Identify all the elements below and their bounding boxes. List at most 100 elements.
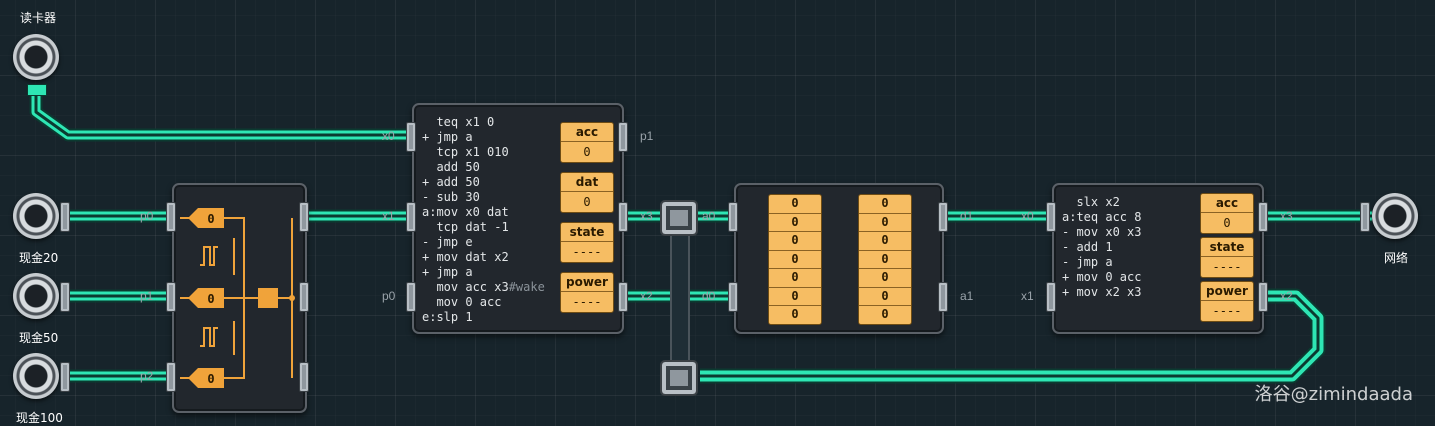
- ram-column-1: 0 0 0 0 0 0 0: [768, 194, 822, 325]
- mc1-acc-label: acc: [561, 123, 613, 142]
- code-line[interactable]: - add 1: [1062, 240, 1113, 254]
- cash50-sensor[interactable]: [13, 273, 59, 319]
- code-line[interactable]: + mov 0 acc: [1062, 270, 1142, 284]
- ram-column-2: 0 0 0 0 0 0 0: [858, 194, 912, 325]
- code-line[interactable]: teq x1 0: [422, 115, 495, 129]
- mc1-acc-register: acc 0: [560, 122, 614, 163]
- mc2-state-value: ----: [1212, 260, 1242, 274]
- code-line[interactable]: + add 50: [422, 175, 480, 189]
- mc1-acc-value: 0: [583, 145, 591, 159]
- bus-bridge-bottom-connector[interactable]: [660, 360, 698, 396]
- ram-cell: 0: [859, 195, 911, 214]
- code-comment: #wake: [508, 280, 545, 294]
- code-line[interactable]: tcp x1 010: [422, 145, 509, 159]
- code-line[interactable]: - jmp e: [422, 235, 473, 249]
- mc1-port-x1[interactable]: [406, 202, 416, 232]
- input-port-p0[interactable]: [166, 202, 176, 232]
- mc1-code[interactable]: teq x1 0 + jmp a tcp x1 010 add 50 + add…: [422, 115, 545, 325]
- ram-pin-d0: d0: [702, 289, 716, 303]
- code-line[interactable]: mov acc x3: [422, 280, 509, 294]
- input-port-right-2[interactable]: [299, 362, 309, 392]
- mc1-power-register: power ----: [560, 272, 614, 313]
- ram-cell: 0: [859, 288, 911, 306]
- ram-cell: 0: [881, 307, 889, 321]
- cash50-label: 现金50: [19, 331, 59, 345]
- mc2-port-x1[interactable]: [1046, 282, 1056, 312]
- ram-cell: 0: [769, 288, 821, 306]
- network-sensor[interactable]: [1372, 193, 1418, 239]
- ram-port-a1[interactable]: [938, 282, 948, 312]
- code-line[interactable]: - jmp a: [1062, 255, 1113, 269]
- ram-cell: 0: [859, 232, 911, 251]
- ram-module[interactable]: 0 0 0 0 0 0 0 0 0 0 0 0 0 0: [734, 183, 944, 334]
- cash100-port[interactable]: [60, 362, 70, 392]
- code-line[interactable]: e:slp 1: [422, 310, 473, 324]
- bus-bridge[interactable]: [670, 215, 690, 384]
- code-line[interactable]: - sub 30: [422, 190, 480, 204]
- network-port[interactable]: [1360, 202, 1370, 232]
- mc1-pin-x2: x2: [640, 289, 653, 303]
- input-module[interactable]: 0 0 0: [172, 183, 307, 413]
- mc2-port-x2[interactable]: [1258, 282, 1268, 312]
- code-line[interactable]: a:mov x0 dat: [422, 205, 509, 219]
- input-reading-2: 0: [207, 372, 214, 386]
- network-label: 网络: [1384, 251, 1409, 265]
- input-reading-1: 0: [207, 292, 214, 306]
- mc1-power-value: ----: [572, 295, 602, 309]
- cash100-sensor[interactable]: [13, 353, 59, 399]
- mc1-port-p1[interactable]: [618, 122, 628, 152]
- cash50-port[interactable]: [60, 282, 70, 312]
- code-line[interactable]: tcp dat -1: [422, 220, 509, 234]
- input-port-p1[interactable]: [166, 282, 176, 312]
- mc1-port-x2[interactable]: [618, 282, 628, 312]
- code-line[interactable]: + mov x2 x3: [1062, 285, 1142, 299]
- code-line[interactable]: + jmp a: [422, 130, 473, 144]
- ram-port-a0[interactable]: [728, 202, 738, 232]
- input-logic-diagram: 0 0 0: [180, 208, 295, 388]
- ram-cell: 0: [769, 214, 821, 232]
- mc2-module[interactable]: slx x2 a:teq acc 8 - mov x0 x3 - add 1 -…: [1052, 183, 1264, 334]
- cash100-label: 现金100: [16, 411, 63, 425]
- ram-cell: 0: [769, 251, 821, 269]
- input-port-right-1[interactable]: [299, 282, 309, 312]
- input-port-p2[interactable]: [166, 362, 176, 392]
- mc2-code[interactable]: slx x2 a:teq acc 8 - mov x0 x3 - add 1 -…: [1062, 195, 1141, 300]
- mc1-port-x3[interactable]: [618, 202, 628, 232]
- ram-cell: 0: [859, 251, 911, 269]
- mc2-port-x3[interactable]: [1258, 202, 1268, 232]
- cash20-port[interactable]: [60, 202, 70, 232]
- cash20-label: 现金20: [19, 251, 59, 265]
- cash20-sensor[interactable]: [13, 193, 59, 239]
- mc1-pin-x1: x1: [382, 209, 395, 223]
- code-line[interactable]: - mov x0 x3: [1062, 225, 1142, 239]
- mc1-state-register: state ----: [560, 222, 614, 263]
- mc2-acc-value: 0: [1223, 216, 1231, 230]
- mc1-pin-p0: p0: [382, 289, 396, 303]
- ram-cell: 0: [769, 269, 821, 288]
- mc2-pin-x0: x0: [1021, 209, 1034, 223]
- code-line[interactable]: mov 0 acc: [422, 295, 502, 309]
- code-line[interactable]: + mov dat x2: [422, 250, 509, 264]
- mc2-pin-x1: x1: [1021, 289, 1034, 303]
- code-line[interactable]: a:teq acc 8: [1062, 210, 1142, 224]
- ram-pin-a0: a0: [702, 209, 716, 223]
- ram-port-d1[interactable]: [938, 202, 948, 232]
- mc2-port-x0[interactable]: [1046, 202, 1056, 232]
- mc1-port-x0[interactable]: [406, 122, 416, 152]
- mc2-pin-x2: x2: [1280, 289, 1293, 303]
- code-line[interactable]: slx x2: [1062, 195, 1120, 209]
- ram-cell: 0: [769, 195, 821, 214]
- mc1-port-p0[interactable]: [406, 282, 416, 312]
- mc2-state-register: state ----: [1200, 237, 1254, 278]
- mc1-module[interactable]: teq x1 0 + jmp a tcp x1 010 add 50 + add…: [412, 103, 624, 334]
- card-reader-sensor[interactable]: [13, 34, 59, 80]
- mc2-state-label: state: [1201, 238, 1253, 257]
- code-line[interactable]: add 50: [422, 160, 480, 174]
- mc2-power-register: power ----: [1200, 281, 1254, 322]
- bus-bridge-top-connector[interactable]: [660, 200, 698, 236]
- mc1-dat-label: dat: [561, 173, 613, 192]
- ram-port-d0[interactable]: [728, 282, 738, 312]
- input-port-out[interactable]: [299, 202, 309, 232]
- code-line[interactable]: + jmp a: [422, 265, 473, 279]
- mc2-power-label: power: [1201, 282, 1253, 301]
